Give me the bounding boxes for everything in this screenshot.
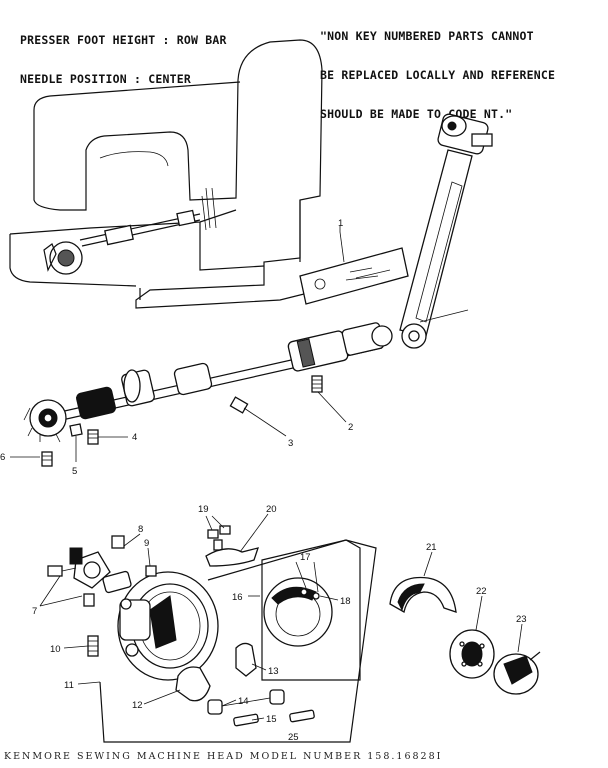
callout-25: 25 <box>288 732 299 743</box>
non-key-parts-note: "NON KEY NUMBERED PARTS CANNOT BE REPLAC… <box>320 4 555 134</box>
callout-4: 4 <box>132 432 137 443</box>
right-side-parts <box>389 576 541 695</box>
callout-6: 6 <box>0 452 5 463</box>
callout-3: 3 <box>288 438 293 449</box>
callout-8: 8 <box>138 524 143 535</box>
upper-leader-lines <box>10 226 347 462</box>
callout-1: 1 <box>338 218 343 229</box>
hook-housing <box>117 571 219 681</box>
bracket-plate <box>299 231 409 305</box>
callout-10: 10 <box>50 644 61 655</box>
lower-center-parts <box>175 642 315 727</box>
callout-11: 11 <box>64 680 74 691</box>
callout-7: 7 <box>32 606 37 617</box>
callout-15: 15 <box>266 714 277 725</box>
header-left-line-2: NEEDLE POSITION : CENTER <box>20 72 191 86</box>
callout-17: 17 <box>300 552 311 563</box>
upper-lower-section-parts <box>205 525 259 567</box>
callout-19: 19 <box>198 504 209 515</box>
header-right-line-2: BE REPLACED LOCALLY AND REFERENCE <box>320 68 556 82</box>
small-shaft-parts <box>41 375 323 467</box>
callout-9: 9 <box>144 538 149 549</box>
machine-head-outline <box>9 39 323 309</box>
header-right-line-1: "NON KEY NUMBERED PARTS CANNOT <box>320 29 534 43</box>
model-number-footer: KENMORE SEWING MACHINE HEAD MODEL NUMBER… <box>4 751 443 762</box>
lower-left-small-parts <box>47 535 157 657</box>
callout-23: 23 <box>516 614 527 625</box>
callout-16: 16 <box>232 592 243 603</box>
header-left-line-1: PRESSER FOOT HEIGHT : ROW BAR <box>20 33 227 47</box>
callout-21: 21 <box>426 542 437 553</box>
callout-14: 14 <box>238 696 249 707</box>
inset-box <box>261 539 361 681</box>
upper-shaft-in-head <box>43 209 201 275</box>
callout-22: 22 <box>476 586 487 597</box>
callout-13: 13 <box>268 666 279 677</box>
presser-foot-note: PRESSER FOOT HEIGHT : ROW BAR NEEDLE POS… <box>20 8 227 99</box>
callout-5: 5 <box>72 466 77 477</box>
callout-20: 20 <box>266 504 277 515</box>
header-right-line-3: SHOULD BE MADE TO CODE NT." <box>320 107 513 121</box>
lower-shaft-assembly <box>23 322 393 443</box>
lower-leader-lines <box>39 513 523 721</box>
connecting-rod <box>399 113 493 349</box>
callout-labels: 1 2 3 4 5 6 7 8 9 10 11 12 13 14 15 16 1… <box>0 218 527 743</box>
callout-2: 2 <box>348 422 353 433</box>
callout-18: 18 <box>340 596 351 607</box>
callout-12: 12 <box>132 700 143 711</box>
